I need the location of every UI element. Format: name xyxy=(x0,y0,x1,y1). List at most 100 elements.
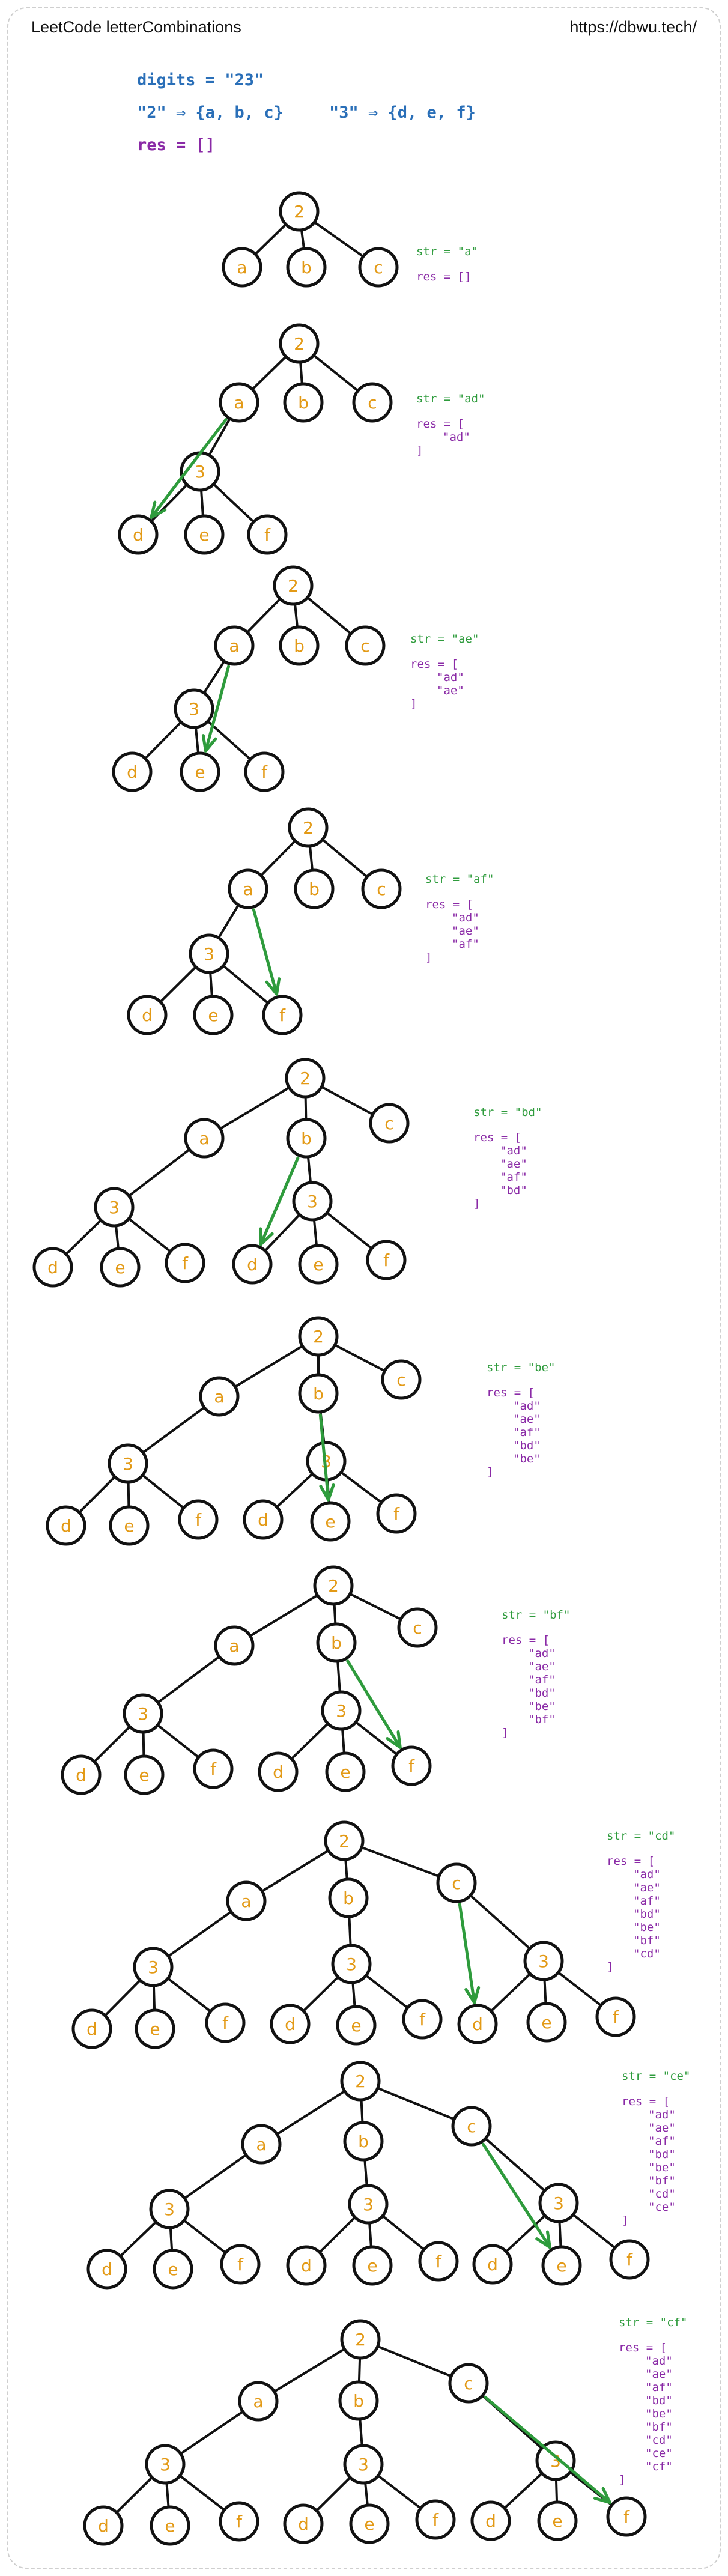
tree-edge xyxy=(305,595,354,637)
letter-node-f: f xyxy=(247,514,288,555)
tree-edges xyxy=(157,837,370,1006)
res-list-entry: ] xyxy=(502,1726,508,1739)
svg-text:e: e xyxy=(208,1005,218,1025)
tree-edge xyxy=(348,1913,352,1949)
letter-node-f: f xyxy=(205,2002,246,2043)
svg-text:f: f xyxy=(264,525,271,545)
svg-text:a: a xyxy=(237,258,247,277)
res-list-entry: "cd" xyxy=(645,2434,673,2447)
svg-text:a: a xyxy=(199,1129,209,1148)
res-list-entry: "af" xyxy=(633,1894,661,1908)
svg-text:d: d xyxy=(487,2255,498,2274)
res-list-open: res = [ xyxy=(622,2095,670,2108)
root-node: 2 xyxy=(279,323,320,364)
letter-node-a: a xyxy=(238,2381,279,2422)
letter-node-b: b xyxy=(279,625,320,666)
res-list-entry: "af" xyxy=(528,1673,556,1687)
tree-edge xyxy=(374,2344,455,2378)
root-node: 2 xyxy=(313,1565,354,1606)
svg-text:a: a xyxy=(214,1387,224,1407)
digit-node-3: 3 xyxy=(180,451,220,492)
tree-edge xyxy=(114,2474,155,2515)
res-list-entry: "bd" xyxy=(633,1908,661,1921)
current-str: str = "ae" xyxy=(410,632,479,646)
svg-text:d: d xyxy=(285,2014,296,2034)
letter-node-c: c xyxy=(358,247,399,288)
letter-node-f: f xyxy=(366,1240,407,1280)
res-list-open: res = [ xyxy=(410,658,458,671)
page-title: LeetCode letterCombinations xyxy=(31,18,241,36)
letter-node-e: e xyxy=(325,1751,366,1792)
root-node: 2 xyxy=(288,807,329,848)
tree-edge xyxy=(306,1153,312,1186)
tree-edge xyxy=(351,1979,356,2010)
svg-text:e: e xyxy=(199,525,209,545)
res-list-open: res = [ xyxy=(487,1386,535,1399)
svg-text:2: 2 xyxy=(355,2330,366,2350)
tree-edge xyxy=(308,843,314,874)
res-list-entry: "bd" xyxy=(513,1439,541,1452)
tree-edges xyxy=(253,220,366,259)
svg-text:3: 3 xyxy=(123,1454,133,1474)
svg-text:2: 2 xyxy=(294,202,305,222)
tree-edge xyxy=(208,969,214,1000)
path-arrow xyxy=(458,1903,476,2004)
svg-text:f: f xyxy=(279,1005,286,1025)
letter-node-d: d xyxy=(86,2249,127,2290)
svg-text:e: e xyxy=(139,1765,149,1785)
letter-node-e: e xyxy=(109,1505,150,1546)
res-list-entry: "bf" xyxy=(648,2174,676,2187)
svg-text:d: d xyxy=(472,2014,483,2034)
tree-edge xyxy=(289,1721,330,1762)
tree-edge xyxy=(332,1342,388,1374)
svg-text:c: c xyxy=(360,636,369,656)
tree-edge xyxy=(333,1601,337,1628)
tree-edge xyxy=(247,1593,321,1638)
digit-node-3: 3 xyxy=(292,1181,333,1222)
root-node: 2 xyxy=(340,2061,381,2102)
digit-node-3: 3 xyxy=(523,1941,564,1981)
path-arrow xyxy=(259,1156,300,1246)
current-str: str = "be" xyxy=(487,1361,555,1374)
svg-text:f: f xyxy=(210,1759,217,1779)
res-list-entry: ] xyxy=(410,697,417,711)
tree-edge xyxy=(194,724,200,757)
tree-edge xyxy=(363,2479,369,2509)
letter-node-d: d xyxy=(61,1754,102,1795)
tree-edge xyxy=(311,353,361,393)
tree-edge xyxy=(205,718,253,762)
letter-node-e: e xyxy=(193,995,234,1035)
letter-node-c: c xyxy=(361,868,402,909)
res-list-entry: "ae" xyxy=(633,1881,661,1894)
arrow-head xyxy=(201,734,217,753)
svg-text:f: f xyxy=(626,2250,633,2270)
svg-text:e: e xyxy=(364,2514,374,2534)
svg-text:3: 3 xyxy=(538,1951,549,1971)
res-list-entry: "bf" xyxy=(528,1713,556,1726)
digit-node-3: 3 xyxy=(343,2444,384,2485)
letter-node-e: e xyxy=(336,2005,377,2046)
tree-edge xyxy=(311,220,366,259)
svg-text:a: a xyxy=(253,2392,263,2411)
letter-node-e: e xyxy=(298,1244,339,1285)
tree-edge xyxy=(142,719,184,762)
res-list-entry: "be" xyxy=(528,1700,556,1713)
digit-node-3: 3 xyxy=(538,2183,579,2223)
svg-text:b: b xyxy=(313,1384,324,1404)
res-list-entry: ] xyxy=(487,1465,493,1479)
res-list-entry: "be" xyxy=(645,2407,673,2420)
tree-edge xyxy=(126,1147,192,1198)
root-node: 2 xyxy=(298,1316,339,1357)
svg-text:2: 2 xyxy=(300,1068,311,1088)
res-list-entry: "ad" xyxy=(648,2108,676,2121)
letter-node-c: c xyxy=(345,625,386,666)
res-list-entry: "bd" xyxy=(528,1687,556,1700)
svg-text:3: 3 xyxy=(138,1704,148,1724)
tree-edge xyxy=(375,2473,423,2511)
svg-text:a: a xyxy=(229,636,239,656)
tree-edge xyxy=(165,1976,213,2014)
tree-edge xyxy=(368,2219,373,2250)
svg-text:3: 3 xyxy=(358,2455,369,2474)
tree-edge xyxy=(165,1909,234,1959)
